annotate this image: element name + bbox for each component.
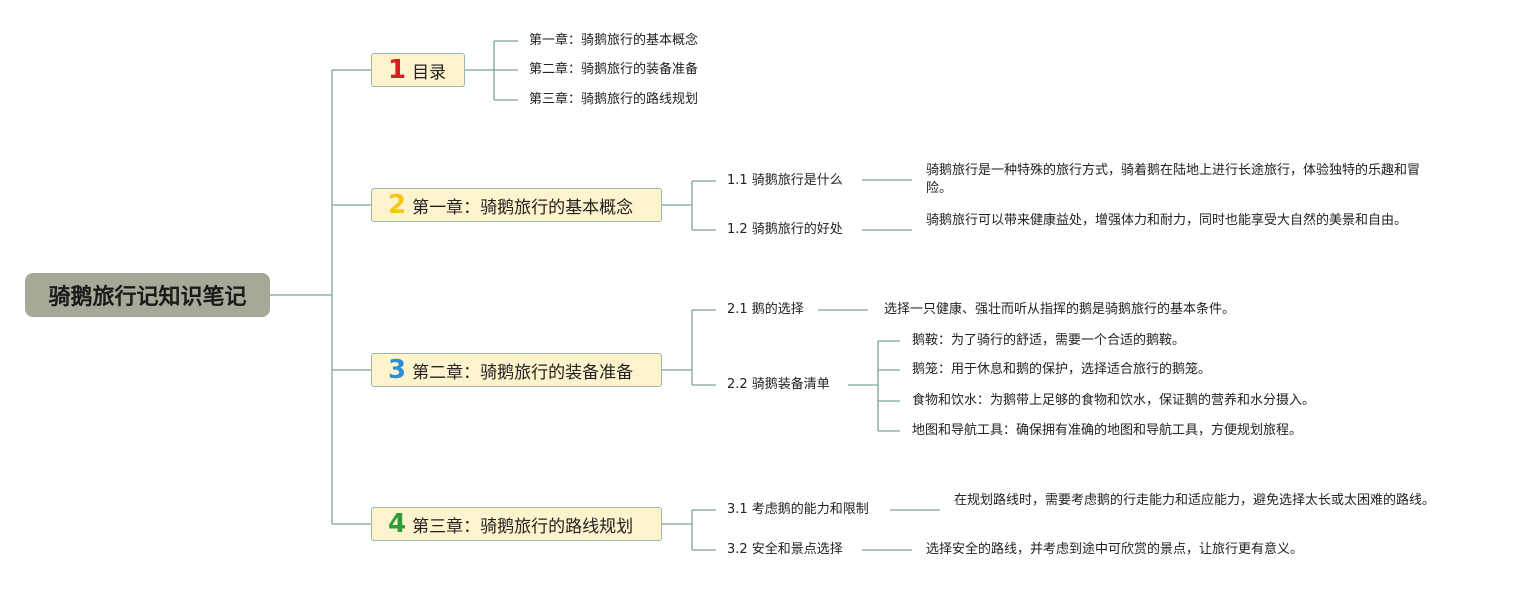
connector-b4-desc <box>862 509 940 551</box>
section-1-2-label[interactable]: 1.2 骑鹅旅行的好处 <box>727 222 843 237</box>
branch-title-2: 第一章：骑鹅旅行的基本概念 <box>412 197 634 218</box>
branch-node-2[interactable]: 2 第一章：骑鹅旅行的基本概念 <box>371 188 662 222</box>
connector-b3-items <box>848 340 900 432</box>
toc-item-1[interactable]: 第一章：骑鹅旅行的基本概念 <box>529 33 699 48</box>
connector-b2-desc <box>862 179 912 231</box>
connector-b2 <box>662 180 716 231</box>
section-3-2-label[interactable]: 3.2 安全和景点选择 <box>727 542 843 557</box>
root-title: 骑鹅旅行记知识笔记 <box>48 285 247 310</box>
section-1-1-desc: 骑鹅旅行是一种特殊的旅行方式，骑着鹅在陆地上进行长途旅行，体验独特的乐趣和冒险。 <box>926 163 1421 196</box>
branch-node-3[interactable]: 3 第二章：骑鹅旅行的装备准备 <box>371 353 662 387</box>
connector-b1 <box>465 40 518 101</box>
connector-b4 <box>662 509 716 551</box>
equipment-item-2: 鹅笼：用于休息和鹅的保护，选择适合旅行的鹅笼。 <box>912 362 1212 377</box>
toc-item-2[interactable]: 第二章：骑鹅旅行的装备准备 <box>529 62 699 77</box>
number-badge-4: 4 <box>388 509 407 539</box>
section-1-2-desc: 骑鹅旅行可以带来健康益处，增强体力和耐力，同时也能享受大自然的美景和自由。 <box>926 213 1408 228</box>
number-badge-2: 2 <box>388 190 407 220</box>
branch-title-3: 第二章：骑鹅旅行的装备准备 <box>412 362 634 383</box>
root-node[interactable]: 骑鹅旅行记知识笔记 <box>25 273 270 317</box>
section-3-2-desc: 选择安全的路线，并考虑到途中可欣赏的景点，让旅行更有意义。 <box>926 542 1304 557</box>
section-2-1-label[interactable]: 2.1 鹅的选择 <box>727 302 804 317</box>
number-badge-3: 3 <box>388 355 407 385</box>
connector-b3 <box>662 309 716 386</box>
section-1-1-label[interactable]: 1.1 骑鹅旅行是什么 <box>727 173 843 188</box>
toc-item-3[interactable]: 第三章：骑鹅旅行的路线规划 <box>529 92 699 107</box>
equipment-item-3: 食物和饮水：为鹅带上足够的食物和饮水，保证鹅的营养和水分摄入。 <box>912 393 1316 408</box>
branch-node-4[interactable]: 4 第三章：骑鹅旅行的路线规划 <box>371 507 662 541</box>
equipment-item-4: 地图和导航工具：确保拥有准确的地图和导航工具，方便规划旅程。 <box>912 423 1303 438</box>
section-2-2-label[interactable]: 2.2 骑鹅装备清单 <box>727 377 830 392</box>
section-2-1-desc: 选择一只健康、强壮而听从指挥的鹅是骑鹅旅行的基本条件。 <box>884 302 1236 317</box>
branch-node-1[interactable]: 1 目录 <box>371 53 465 87</box>
section-3-1-label[interactable]: 3.1 考虑鹅的能力和限制 <box>727 502 869 517</box>
section-3-1-desc: 在规划路线时，需要考虑鹅的行走能力和适应能力，避免选择太长或太困难的路线。 <box>954 493 1436 508</box>
equipment-item-1: 鹅鞍：为了骑行的舒适，需要一个合适的鹅鞍。 <box>912 333 1186 348</box>
branch-title-4: 第三章：骑鹅旅行的路线规划 <box>412 516 634 537</box>
branch-title-1: 目录 <box>412 62 447 83</box>
number-badge-1: 1 <box>388 55 407 85</box>
